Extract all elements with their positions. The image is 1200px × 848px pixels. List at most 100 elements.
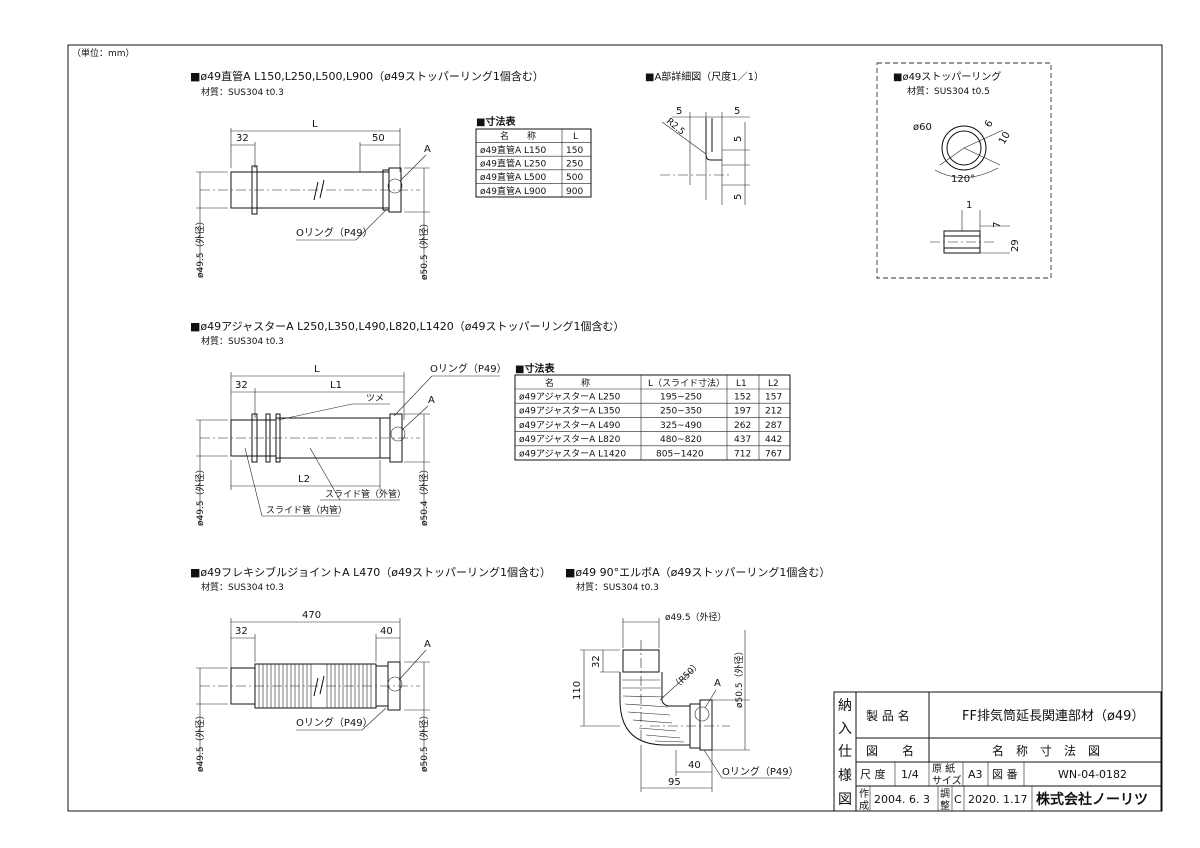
flex-dim-40: 40 [380,626,393,637]
elbow-label-A: A [714,678,721,689]
titleblock-side-2: 入 [838,721,852,737]
titleblock-drawing-value: 名 称 寸 法 図 [992,743,1100,758]
title-block: 納 入 仕 様 図 製 品 名 FF排気筒延長関連部材（ø49） 図 名 名 称… [833,691,1162,812]
elbow-material: 材質：SUS304 t0.3 [576,581,659,593]
adjuster-material: 材質：SUS304 t0.3 [201,335,284,347]
table-cell: 262 [734,421,751,431]
adjuster-label-A: A [428,395,435,406]
adjuster-table: 名 称 L（スライド寸法） L1 L2 ø49アジャスターA L250 195~… [514,374,791,461]
elbow-dim-95: 95 [668,777,681,788]
adjuster-table-head-L2: L2 [768,379,779,389]
adjuster-tsume-label: ツメ [366,394,384,404]
straight-table: 名 称 L ø49直管A L150 150 ø49直管A L250 250 ø4… [475,128,592,198]
straight-table-head-name: 名 称 [500,130,536,142]
stopper-ring-section: ■ø49ストッパーリング 材質：SUS304 t0.5 ø60 6 10 120… [876,62,1052,279]
table-cell: 805~1420 [656,449,704,459]
unit-note: （単位：mm） [72,47,135,59]
titleblock-adj-value: 2020. 1.17 [968,793,1027,806]
detail-a-radius: R2.5 [664,117,686,138]
table-cell: 195~250 [660,393,702,403]
flex-od-left: ø49.5（外径） [194,710,206,772]
table-cell: ø49アジャスターA L1420 [519,448,626,459]
titleblock-paper-label-2: サイズ [932,774,962,787]
table-cell: 442 [765,435,782,445]
straight-oring-label: Oリング（P49） [296,226,373,239]
titleblock-number-value: WN-04-0182 [1058,768,1127,781]
flex-label-A: A [424,639,431,650]
titleblock-scale-value: 1/4 [901,768,919,781]
table-cell: 287 [765,421,782,431]
adjuster-title: ■ø49アジャスターA L250,L350,L490,L820,L1420（ø4… [190,319,624,333]
table-cell: 212 [765,407,782,417]
table-cell: ø49アジャスターA L820 [519,434,621,445]
table-cell: 250 [566,160,583,170]
table-cell: ø49直管A L250 [480,158,546,170]
adjuster-table-head-L1: L1 [736,379,747,389]
titleblock-adj-label-2: 整 [940,799,950,812]
stopper-dim-1: 1 [966,200,972,211]
titleblock-adj-mark: C [954,793,962,806]
table-cell: 150 [566,146,583,156]
titleblock-scale-label: 尺 度 [860,767,886,781]
titleblock-paper-value: A3 [968,768,983,781]
detail-a-vdim-2: 5 [733,194,744,200]
stopper-dim-10: 10 [997,130,1013,147]
titleblock-product-label: 製 品 名 [866,708,910,723]
flex-material: 材質：SUS304 t0.3 [201,581,284,593]
table-cell: 437 [734,435,751,445]
titleblock-made-label-1: 作 [859,788,869,800]
table-cell: 157 [765,393,782,403]
detail-a-dim-2: 5 [734,106,740,117]
elbow-od-top: ø49.5（外径） [665,611,727,623]
table-cell: ø49直管A L500 [480,171,546,183]
adjuster-section: ■ø49アジャスターA L250,L350,L490,L820,L1420（ø4… [190,319,791,526]
elbow-dim-40: 40 [688,760,701,771]
elbow-oring-label: Oリング（P49） [722,765,799,778]
flex-title: ■ø49フレキシブルジョイントA L470（ø49ストッパーリング1個含む） [190,565,551,579]
straight-dim-50: 50 [372,133,385,144]
adjuster-dim-L: L [314,364,320,375]
table-cell: 152 [734,393,751,403]
titleblock-paper-label-1: 原 紙 [932,762,955,775]
stopper-material: 材質：SUS304 t0.5 [907,85,990,97]
flex-dim-470: 470 [302,610,321,621]
table-cell: 250~350 [660,407,702,417]
adjuster-slide-inner: スライド管（内管） [266,504,347,516]
table-cell: ø49アジャスターA L490 [519,420,621,431]
table-cell: 712 [734,449,751,459]
adjuster-slide-outer: スライド管（外管） [325,488,406,500]
titleblock-side-5: 図 [838,792,852,808]
titleblock-side-1: 納 [838,698,852,714]
straight-pipe-section: ■ø49直管A L150,L250,L500,L900（ø49ストッパーリング1… [190,69,592,280]
table-cell: 900 [566,187,583,197]
straight-table-head-L: L [573,132,578,142]
table-cell: 197 [734,407,751,417]
stopper-dim-29: 29 [1010,239,1021,252]
titleblock-side-4: 様 [838,768,852,784]
table-cell: 325~490 [660,421,702,431]
adjuster-od-right: ø50.4（外径） [418,464,430,526]
straight-dim-32: 32 [236,133,249,144]
stopper-dim-60: ø60 [913,122,932,133]
titleblock-product-value: FF排気筒延長関連部材（ø49） [962,708,1144,724]
straight-dim-L: L [312,119,318,130]
stopper-dim-6: 6 [983,118,996,129]
adjuster-dim-L1: L1 [330,380,342,391]
flex-od-right: ø50.5（外径） [418,710,430,772]
titleblock-company: 株式会社ノーリツ [1036,791,1148,808]
flex-oring-label: Oリング（P49） [296,716,373,729]
elbow-od-right: ø50.5（外径） [733,646,745,708]
detail-a-title: ■A部詳細図（尺度1／1） [645,70,764,83]
straight-label-A: A [424,144,431,155]
detail-a-dim-1: 5 [676,106,682,117]
table-cell: ø49アジャスターA L350 [519,406,621,417]
straight-title: ■ø49直管A L150,L250,L500,L900（ø49ストッパーリング1… [190,69,544,83]
detail-a-section: ■A部詳細図（尺度1／1） 5 5 R2.5 5 5 [645,70,764,205]
elbow-dim-32: 32 [591,655,602,668]
adjuster-od-left: ø49.5（外径） [194,464,206,526]
adjuster-table-head-name: 名 称 [545,377,590,389]
stopper-dim-7: 7 [992,222,1003,228]
titleblock-made-value: 2004. 6. 3 [874,793,930,806]
titleblock-drawing-label: 図 名 [866,743,914,758]
table-cell: ø49直管A L150 [480,144,546,156]
